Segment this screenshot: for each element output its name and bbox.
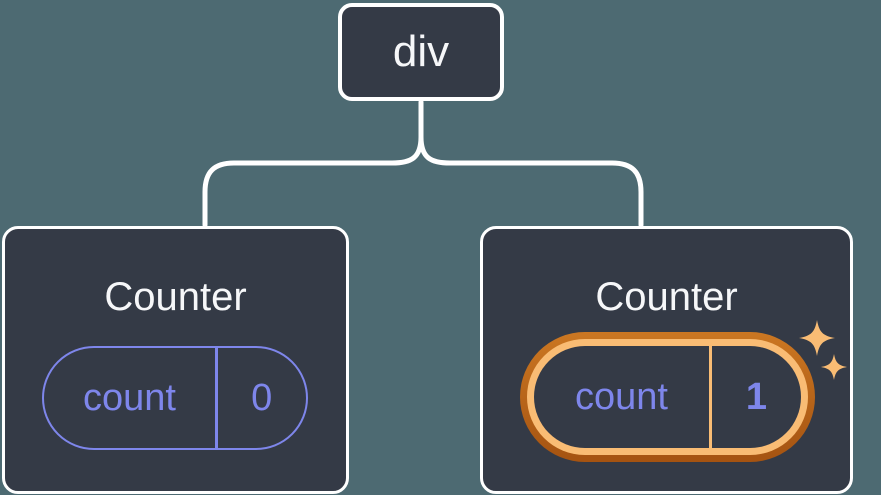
- state-value: 0: [251, 376, 273, 419]
- sparkles-icon: [799, 320, 847, 380]
- counter-card-right-title: Counter: [595, 275, 738, 319]
- pill-divider: [709, 346, 712, 448]
- connector-right-branch: [418, 134, 644, 228]
- state-pill-highlight-ring-inner: count 1: [527, 339, 808, 455]
- state-pill-right: count 1: [534, 346, 801, 448]
- state-pill-left: count 0: [42, 346, 308, 450]
- pill-divider: [215, 348, 218, 448]
- state-key-label: count: [575, 375, 668, 418]
- state-pill-highlight-ring: count 1: [520, 332, 815, 462]
- counter-card-left-title: Counter: [104, 275, 247, 319]
- sparkle-large: [799, 320, 835, 356]
- sparkle-small: [821, 354, 847, 380]
- root-node-div: div: [338, 3, 504, 101]
- state-key-label: count: [83, 376, 176, 419]
- state-value: 1: [745, 375, 768, 418]
- root-node-label: div: [392, 27, 450, 76]
- connector-left-branch: [202, 134, 424, 228]
- counter-card-left: Counter count 0: [2, 226, 349, 494]
- counter-card-right: Counter count 1: [480, 226, 853, 494]
